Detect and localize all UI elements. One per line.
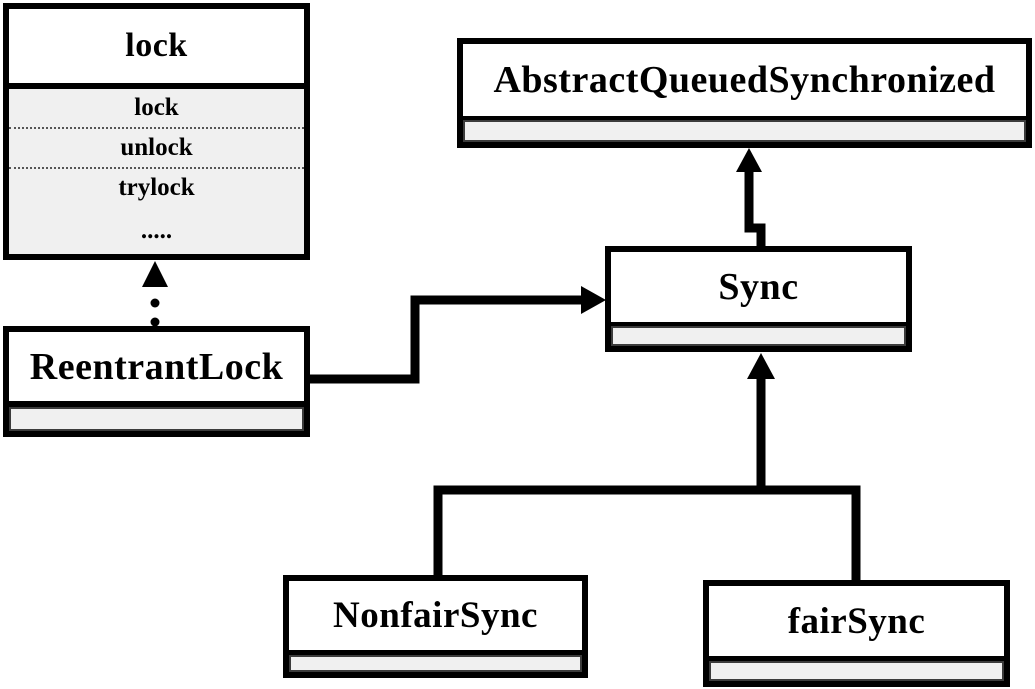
attributes-compartment-abstractqueuedsynchronized (463, 120, 1026, 142)
class-title-fairsync: fairSync (709, 586, 1004, 661)
association-arrow-reentrantlock-to-sync (305, 286, 606, 384)
inheritance-arrow-sync-to-aqs (736, 148, 766, 252)
class-title-lock: lock (9, 9, 304, 89)
class-title-sync: Sync (611, 252, 906, 326)
class-title-nonfairsync: NonfairSync (289, 581, 582, 655)
class-title-abstractqueuedsynchronized: AbstractQueuedSynchronized (463, 44, 1026, 120)
attributes-compartment-fairsync (709, 661, 1004, 681)
arrowhead-up-icon (142, 261, 168, 287)
class-box-reentrantlock: ReentrantLock (3, 326, 310, 437)
method-row-trylock: trylock (118, 174, 195, 201)
class-box-fairsync: fairSync (703, 580, 1010, 687)
class-box-nonfairsync: NonfairSync (283, 575, 588, 678)
class-box-lock: lock lock unlock trylock ..... (3, 3, 310, 260)
methods-compartment-lock: lock unlock trylock ..... (9, 89, 304, 254)
realization-arrow-reentrantlock-to-lock (142, 261, 168, 327)
class-box-abstractqueuedsynchronized: AbstractQueuedSynchronized (457, 38, 1032, 148)
class-title-reentrantlock: ReentrantLock (9, 332, 304, 407)
attributes-compartment-nonfairsync (289, 655, 582, 672)
arrowhead-right-icon (581, 286, 606, 314)
arrowhead-up-icon (747, 353, 775, 379)
attributes-compartment-reentrantlock (9, 407, 304, 431)
inheritance-arrows-subclasses-to-sync (433, 353, 861, 586)
class-box-sync: Sync (605, 246, 912, 352)
method-row-unlock: unlock (9, 129, 304, 169)
method-row-ellipsis: ..... (140, 216, 173, 244)
method-row-lock: lock (9, 89, 304, 129)
arrowhead-up-icon (736, 148, 762, 172)
attributes-compartment-sync (611, 326, 906, 346)
